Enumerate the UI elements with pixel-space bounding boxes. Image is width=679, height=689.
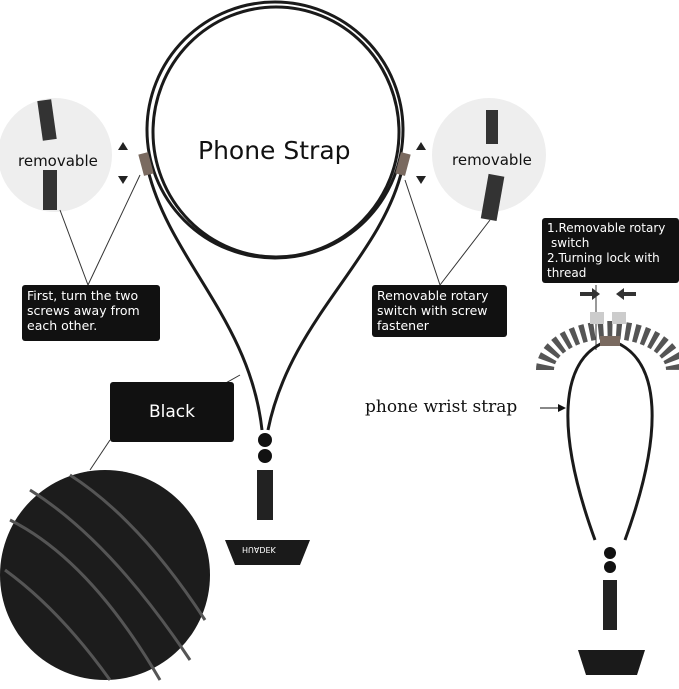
wrist-callout: 1.Removable rotary switch 2.Turning lock… (542, 218, 679, 283)
wrist-callout-line: 2.Turning lock with (547, 251, 660, 265)
phone-tab (578, 650, 645, 675)
right-callout: Removable rotary switch with screw faste… (372, 285, 507, 337)
left-removable-label: removable (18, 152, 98, 170)
right-removable-label: removable (452, 151, 532, 169)
product-title: Phone Strap (198, 136, 351, 165)
up-down-arrow-icon (118, 142, 426, 184)
wrist-callout-line: switch (551, 236, 590, 250)
left-detail-circle (0, 98, 112, 212)
brand-logo: HUADEK (242, 545, 276, 554)
phone-strap-loop (145, 0, 405, 431)
wrist-strap-loop (566, 340, 654, 541)
right-detail-circle (432, 98, 546, 212)
material-label: Black Leather (110, 382, 234, 476)
phone-tab (225, 540, 310, 565)
wrist-callout-line: 1.Removable rotary (547, 221, 666, 235)
left-callout: First, turn the two screws away from eac… (22, 285, 160, 341)
wrist-strap-label: phone wrist strap (365, 397, 518, 417)
leather-closeup (0, 470, 210, 680)
wrist-callout-line: thread (547, 266, 587, 280)
